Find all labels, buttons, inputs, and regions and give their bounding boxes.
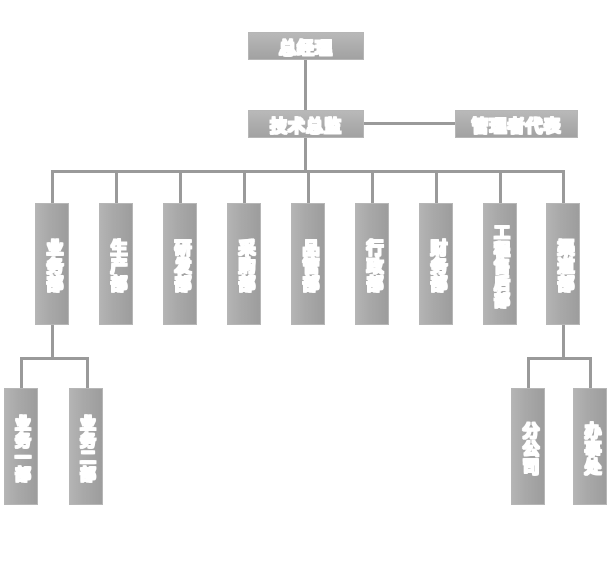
node-label: 品管部: [298, 239, 319, 293]
node-quality-control-department[interactable]: 品管部: [291, 203, 325, 325]
connector-drop-sales: [51, 170, 54, 203]
node-label: 工程售后部: [490, 223, 510, 309]
node-label: 总经理: [279, 38, 333, 59]
node-sales-division-1[interactable]: 业务一部: [4, 388, 38, 505]
connector-tech-to-dept-bus: [304, 138, 307, 171]
node-sales-department[interactable]: 业务部: [35, 203, 69, 325]
connector-drop-service: [499, 170, 502, 203]
connector-sales-to-subbus: [51, 325, 54, 359]
node-label: 管理者代表: [471, 116, 562, 137]
node-general-manager[interactable]: 总经理: [248, 32, 364, 60]
node-label: 业务一部: [11, 414, 31, 483]
node-label: 行政部: [362, 239, 383, 293]
connector-drop-finance: [435, 170, 438, 203]
node-label: 生产部: [106, 239, 127, 293]
node-technical-director[interactable]: 技术总监: [248, 110, 364, 138]
connector-drop-production: [115, 170, 118, 203]
connector-tech-to-mgmt-rep: [363, 122, 455, 125]
node-sales-division-2[interactable]: 业务二部: [69, 388, 103, 505]
node-label: 分公司: [518, 421, 539, 476]
node-representative-office[interactable]: 办事处: [573, 388, 607, 505]
node-channel-department[interactable]: 渠道部: [546, 203, 580, 325]
connector-drop-channel: [562, 170, 565, 203]
connector-drop-qc: [307, 170, 310, 203]
node-label: 技术总监: [270, 116, 342, 137]
node-management-representative[interactable]: 管理者代表: [455, 110, 578, 138]
node-label: 业务部: [42, 239, 63, 293]
connector-drop-sales-2: [86, 357, 89, 388]
node-rd-department[interactable]: 研发部: [163, 203, 197, 325]
node-finance-department[interactable]: 财务部: [419, 203, 453, 325]
connector-drop-purchase: [243, 170, 246, 203]
node-label: 业务二部: [76, 414, 96, 483]
connector-drop-branch: [527, 357, 530, 388]
node-label: 财务部: [426, 239, 447, 293]
connector-gm-to-tech: [304, 60, 307, 110]
node-production-department[interactable]: 生产部: [99, 203, 133, 325]
connector-sales-sub-bus: [20, 357, 89, 360]
connector-drop-sales-1: [20, 357, 23, 388]
node-label: 研发部: [170, 239, 191, 293]
node-label: 办事处: [580, 421, 601, 476]
node-label: 渠道部: [553, 239, 574, 293]
node-label: 采购部: [234, 239, 255, 293]
node-purchasing-department[interactable]: 采购部: [227, 203, 261, 325]
node-branch-company[interactable]: 分公司: [511, 388, 545, 505]
connector-channel-to-subbus: [562, 325, 565, 359]
node-administration-department[interactable]: 行政部: [355, 203, 389, 325]
connector-drop-office: [589, 357, 592, 388]
connector-drop-rd: [179, 170, 182, 203]
node-engineering-after-sales-department[interactable]: 工程售后部: [483, 203, 517, 325]
connector-channel-sub-bus: [527, 357, 592, 360]
connector-drop-admin: [371, 170, 374, 203]
